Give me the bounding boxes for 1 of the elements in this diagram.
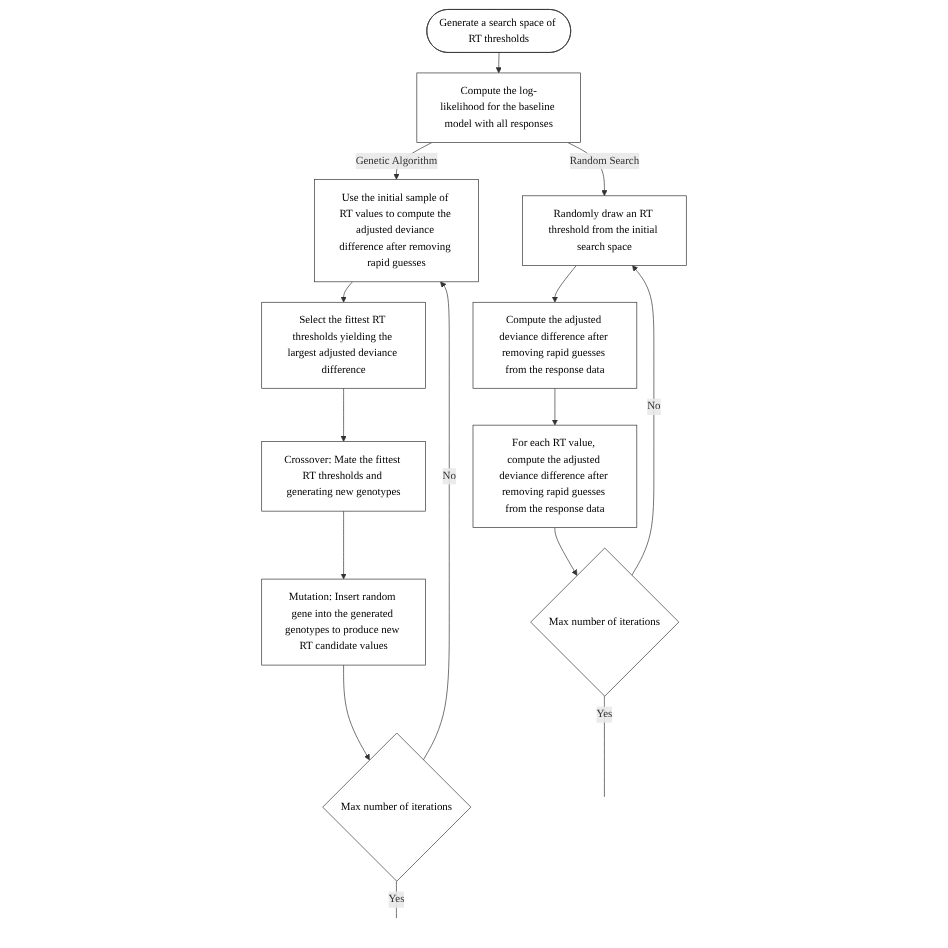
connector — [604, 695, 605, 798]
